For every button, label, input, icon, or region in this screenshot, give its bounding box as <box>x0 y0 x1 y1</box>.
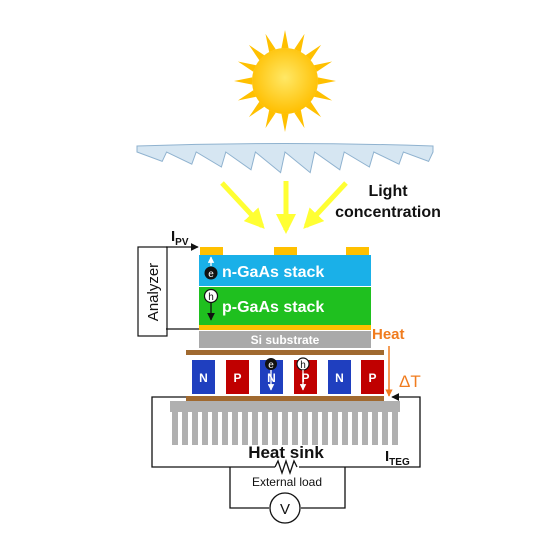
heat-label: Heat <box>372 326 405 343</box>
resistor-icon <box>274 458 298 476</box>
analyzer-box <box>137 246 168 337</box>
teg-circuit-wire <box>151 393 421 468</box>
heat-sink <box>170 401 400 445</box>
teg-bottom-plate <box>186 396 384 401</box>
iteg-label: ITEG <box>385 448 410 468</box>
ipv-label: IPV <box>171 228 189 248</box>
svg-text:V: V <box>280 501 290 518</box>
light-concentration-label-2: concentration <box>335 204 441 221</box>
teg-top-plate <box>186 350 384 355</box>
teg-leg-n-1 <box>192 360 215 394</box>
sun-icon <box>234 30 336 132</box>
delta-t-label: ΔT <box>399 372 421 391</box>
teg-leg-n-3-label: N <box>335 371 344 385</box>
teg-leg-p-1 <box>226 360 249 394</box>
teg-electron-icon: e <box>265 358 277 371</box>
teg-hole-icon: h <box>296 357 310 371</box>
top-contact-left <box>200 247 223 255</box>
external-load-label: External load <box>252 475 322 489</box>
svg-text:h: h <box>300 360 306 371</box>
electron-icon: e <box>204 266 218 280</box>
teg-leg-n-3 <box>328 360 351 394</box>
n-gaas-stack <box>199 255 371 286</box>
voltmeter-wire <box>229 467 346 509</box>
teg-legs: N P N P N P <box>192 360 384 394</box>
teg-leg-p-2-label: P <box>301 371 309 385</box>
light-rays <box>220 181 348 234</box>
light-concentration-label: Light <box>368 183 408 200</box>
voltmeter-icon: V <box>269 492 301 524</box>
p-gaas-stack <box>199 287 371 325</box>
heat-sink-label: Heat sink <box>248 443 324 462</box>
svg-text:h: h <box>208 292 214 303</box>
teg-leg-p-3-label: P <box>368 371 376 385</box>
top-contact-mid <box>274 247 297 255</box>
p-gaas-label: p-GaAs stack <box>222 299 324 316</box>
top-contact-right <box>346 247 369 255</box>
svg-text:e: e <box>208 269 214 280</box>
svg-text:e: e <box>268 360 274 371</box>
teg-leg-p-3 <box>361 360 384 394</box>
teg-leg-p-1-label: P <box>233 371 241 385</box>
fresnel-lens <box>136 143 434 174</box>
hole-icon: h <box>203 288 219 304</box>
teg-leg-n-1-label: N <box>199 371 208 385</box>
n-gaas-label: n-GaAs stack <box>222 264 324 281</box>
bottom-contact <box>199 325 371 330</box>
si-substrate <box>199 331 371 348</box>
si-substrate-label: Si substrate <box>251 333 320 347</box>
analyzer-label: Analyzer <box>145 263 162 321</box>
